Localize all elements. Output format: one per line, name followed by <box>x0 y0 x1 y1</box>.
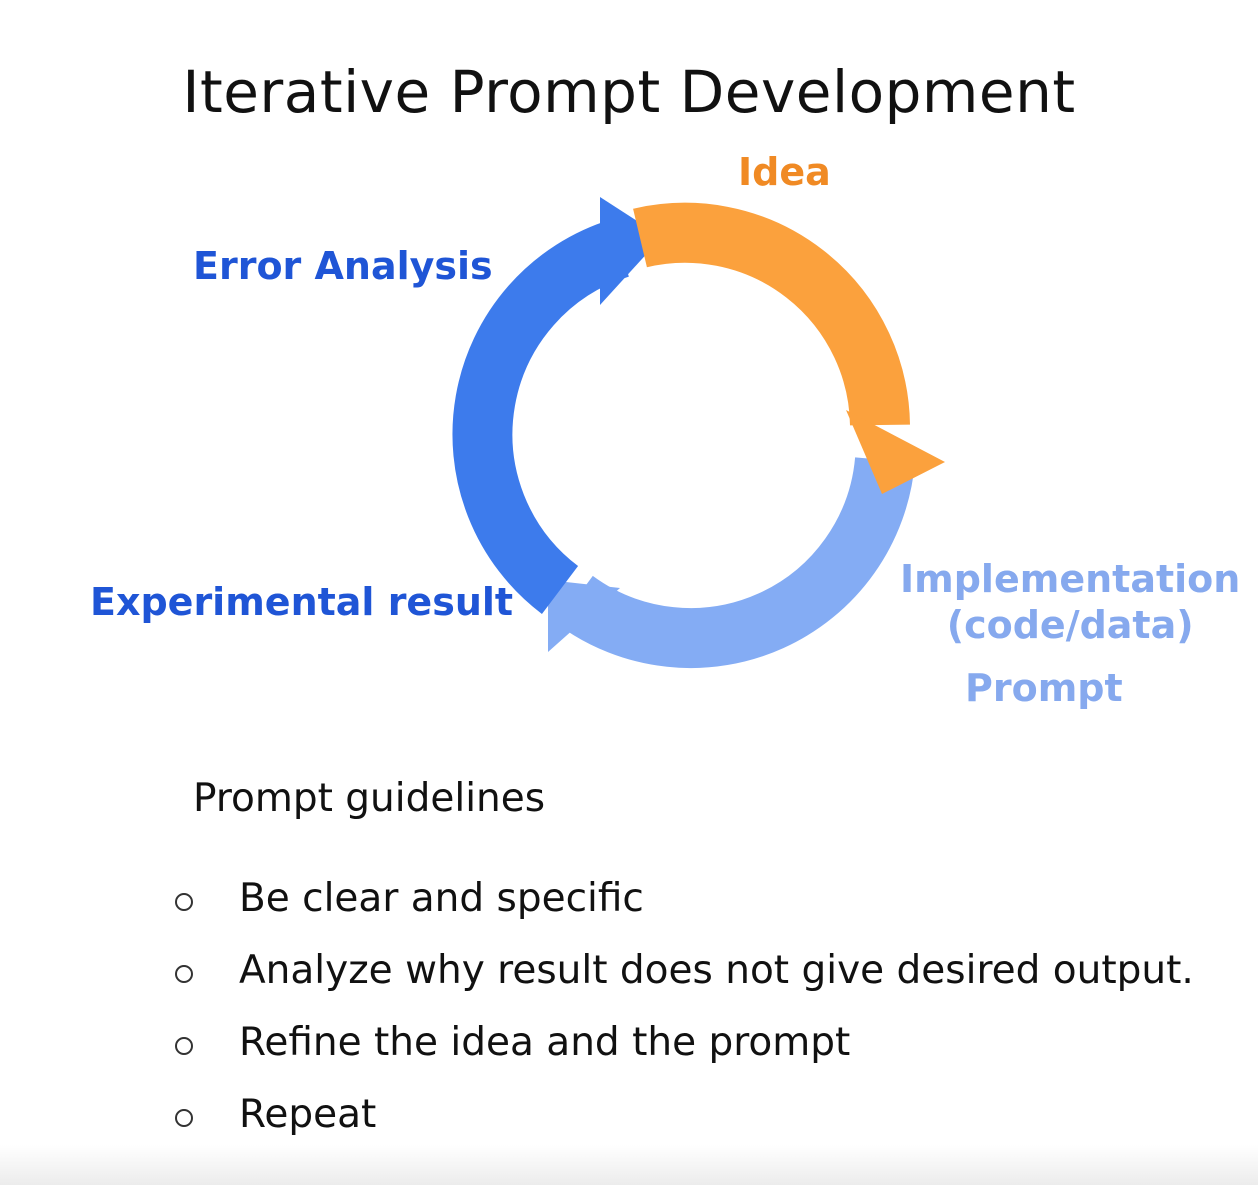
label-implementation-line2: (code/data) <box>946 603 1194 647</box>
list-item: Be clear and specific <box>175 862 1194 934</box>
label-implementation: Implementation (code/data) <box>900 556 1240 648</box>
circle-bullet-icon <box>175 1109 193 1127</box>
guideline-text: Be clear and specific <box>239 875 644 921</box>
guideline-text: Refine the idea and the prompt <box>239 1019 851 1065</box>
guidelines-title: Prompt guidelines <box>193 776 546 821</box>
iteration-cycle-diagram <box>452 197 945 669</box>
guidelines-list: Be clear and specific Analyze why result… <box>175 862 1194 1150</box>
circle-bullet-icon <box>175 965 193 983</box>
label-error-analysis: Error Analysis <box>193 244 493 288</box>
circle-bullet-icon <box>175 1037 193 1055</box>
implementation-to-result-arrow <box>548 456 915 669</box>
list-item: Analyze why result does not give desired… <box>175 934 1194 1006</box>
circle-bullet-icon <box>175 893 193 911</box>
result-to-idea-arrow <box>452 197 662 614</box>
label-idea: Idea <box>738 150 831 194</box>
guideline-text: Analyze why result does not give desired… <box>239 947 1194 993</box>
label-implementation-line1: Implementation <box>900 557 1241 601</box>
list-item: Repeat <box>175 1078 1194 1150</box>
bottom-fade <box>0 1145 1258 1185</box>
page-title: Iterative Prompt Development <box>182 58 1076 126</box>
idea-to-implementation-arrow <box>633 202 945 494</box>
label-prompt: Prompt <box>965 666 1123 710</box>
list-item: Refine the idea and the prompt <box>175 1006 1194 1078</box>
label-experimental-result: Experimental result <box>90 580 514 624</box>
guideline-text: Repeat <box>239 1091 377 1137</box>
